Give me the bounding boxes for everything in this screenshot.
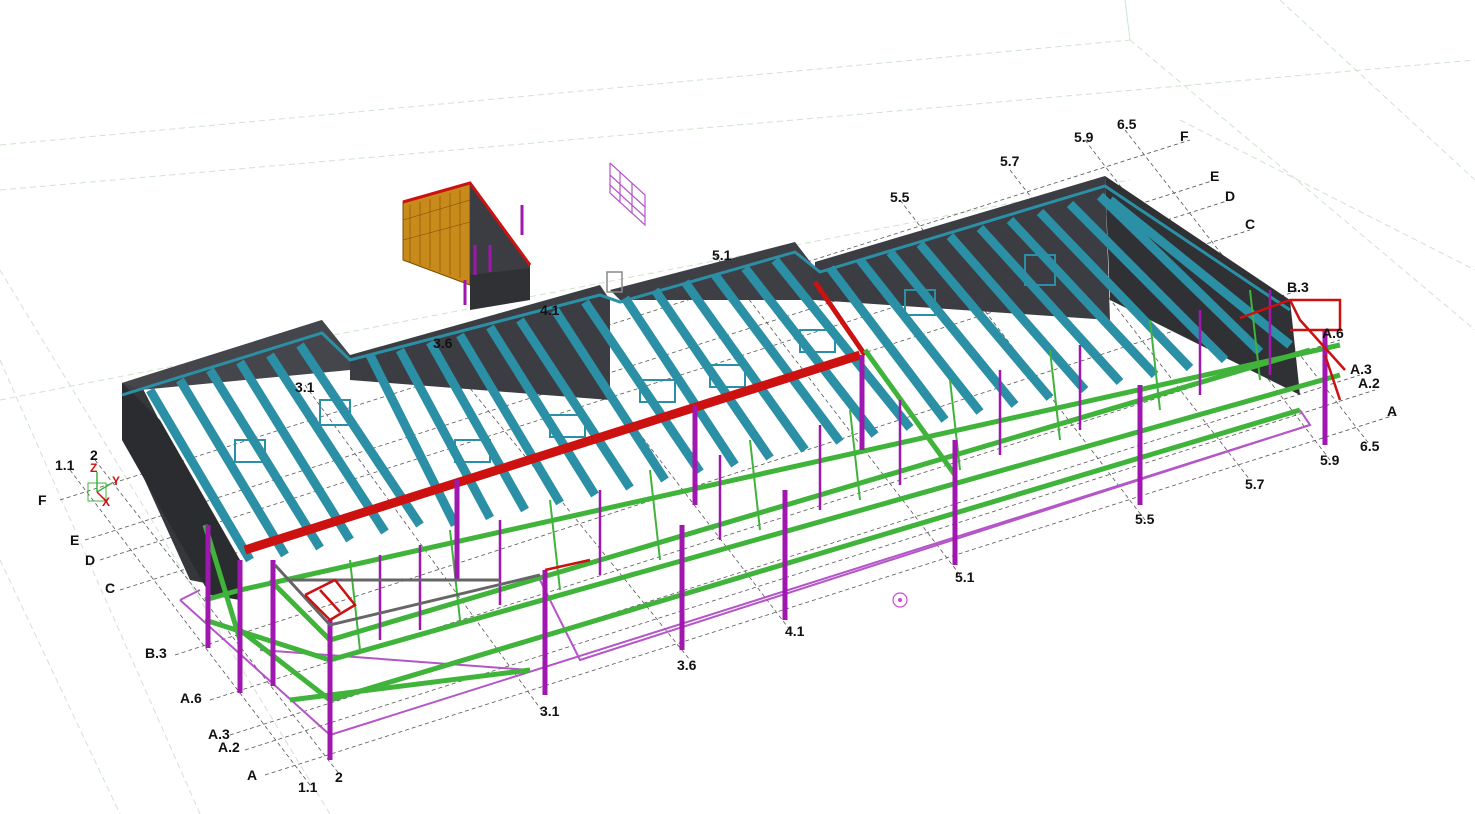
grid-numbers-left: 1.1 2 1.1 2 (55, 447, 343, 795)
grid-label-4-1-top: 4.1 (540, 302, 560, 318)
grid-letter-d-left: D (85, 552, 95, 568)
green-rail-ties (349, 289, 1261, 651)
snap-target-dot (898, 598, 902, 602)
grid-letter-a6-left: A.6 (180, 690, 202, 706)
floating-railing (609, 162, 646, 227)
secondary-posts (378, 290, 1272, 640)
grid-label-5-9-bottom: 5.9 (1320, 452, 1340, 468)
grid-label-5-5-bottom: 5.5 (1135, 511, 1155, 527)
grid-letter-e-left: E (70, 532, 79, 548)
grid-letter-b3-left: B.3 (145, 645, 167, 661)
grid-letter-a2-right: A.2 (1358, 375, 1380, 391)
grid-number-1-1-bottom: 1.1 (298, 779, 318, 795)
grid-letter-b3-right: B.3 (1287, 279, 1309, 295)
grid-labels-top: 3.1 3.6 4.1 5.1 5.5 5.7 5.9 6.5 (295, 116, 1137, 395)
grid-label-6-5-bottom: 6.5 (1360, 438, 1380, 454)
grey-platform (273, 563, 541, 627)
grid-letter-a-right: A (1387, 403, 1397, 419)
grid-letter-a3-left: A.3 (208, 726, 230, 742)
grid-letter-a-left: A (247, 767, 257, 783)
grid-letter-f-right: F (1180, 128, 1189, 144)
grid-labels-bottom: 6.5 5.9 5.7 5.5 5.1 4.1 3.6 3.1 (540, 438, 1380, 719)
grid-label-5-9-top: 5.9 (1074, 129, 1094, 145)
wall-thick-left (122, 383, 240, 600)
grid-letter-f-left: F (38, 492, 47, 508)
grid-label-3-6-bottom: 3.6 (677, 657, 697, 673)
roof-openings (234, 254, 1056, 463)
gizmo-x-label: X (102, 495, 110, 509)
roof-edge-beams (121, 184, 1291, 397)
grid-letter-c-right: C (1245, 216, 1255, 232)
roof-joists (146, 192, 1293, 563)
grid-label-5-5-top: 5.5 (890, 189, 910, 205)
grid-letter-e-right: E (1210, 168, 1219, 184)
base-frame (179, 409, 1312, 737)
grid-label-3-1-bottom: 3.1 (540, 703, 560, 719)
grid-letters-right: F E D C B.3 A.6 A.3 A.2 A (1180, 128, 1397, 419)
grid-label-4-1-bottom: 4.1 (785, 623, 805, 639)
grid-letter-d-right: D (1225, 188, 1235, 204)
gizmo-y-label: Y (112, 474, 120, 488)
grid-number-1-1-top: 1.1 (55, 457, 75, 473)
grid-letter-a2-left: A.2 (218, 739, 240, 755)
grid-letter-c-left: C (105, 580, 115, 596)
grid-label-3-1-top: 3.1 (295, 379, 315, 395)
grid-label-5-7-bottom: 5.7 (1245, 476, 1265, 492)
grid-letters-left: F E D C B.3 A.6 A.3 A.2 A (38, 492, 257, 783)
grid-letter-a3-right: A.3 (1350, 361, 1372, 377)
gizmo-z-label: Z (90, 461, 97, 475)
grid-label-3-6-top: 3.6 (433, 335, 453, 351)
axis-gizmo[interactable]: Z Y X (87, 461, 120, 509)
snap-target-marker[interactable] (892, 592, 908, 608)
grid-number-2-top: 2 (90, 447, 98, 463)
grid-label-5-1-top: 5.1 (712, 247, 732, 263)
red-beam (243, 280, 868, 555)
grid-label-6-5-top: 6.5 (1117, 116, 1137, 132)
red-platform-frames (304, 298, 1346, 622)
grid-label-5-7-top: 5.7 (1000, 153, 1020, 169)
door-frame (606, 271, 623, 293)
grid-letter-a6-right: A.6 (1322, 325, 1344, 341)
isolated-enclosure (402, 181, 532, 310)
grid-number-2-bottom: 2 (335, 769, 343, 785)
back-wall-1-face (122, 320, 350, 390)
grid-label-5-1-bottom: 5.1 (955, 569, 975, 585)
